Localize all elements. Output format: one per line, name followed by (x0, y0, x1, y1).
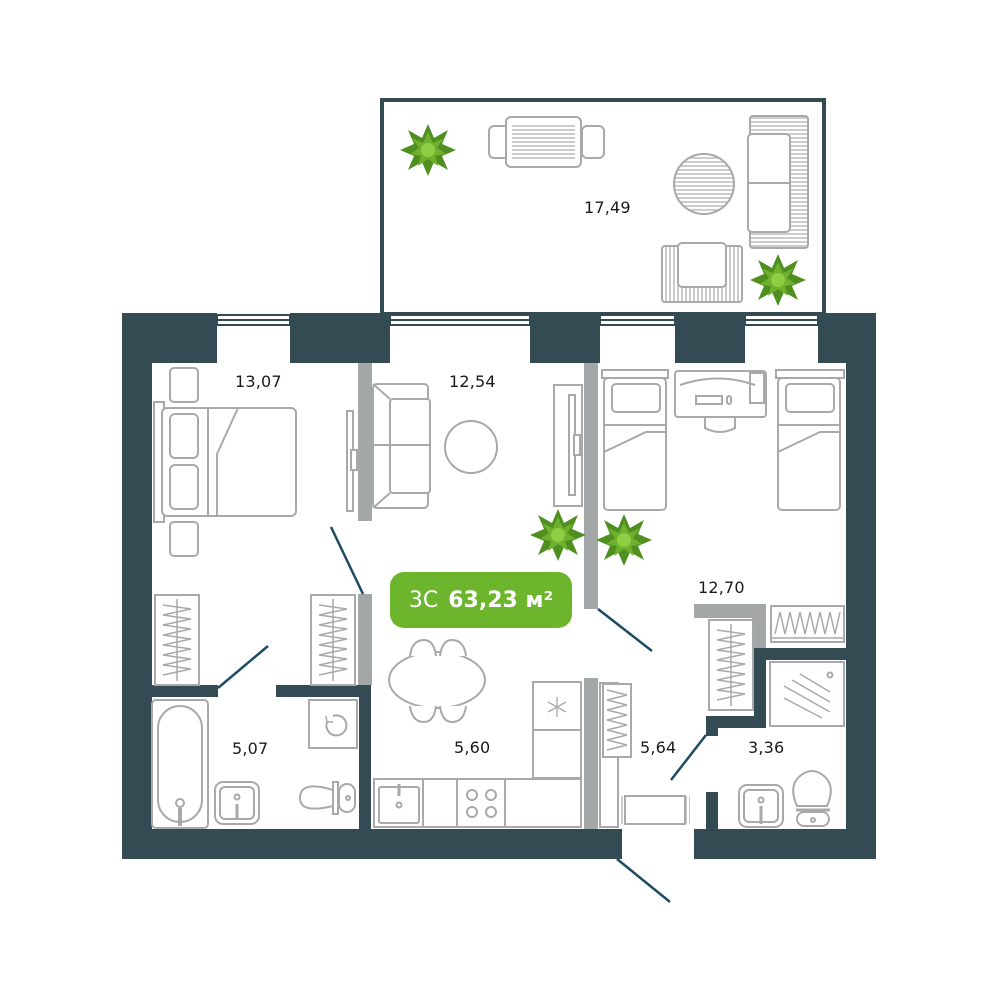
wardrobe-icon (708, 619, 754, 711)
bedroom-1-furniture (153, 367, 358, 557)
apartment-total-area: 63,23 м² (448, 587, 554, 613)
partitions (358, 363, 766, 829)
plant-icon (596, 514, 652, 566)
area-label-hallway: 5,64 (640, 738, 677, 757)
kitchen-fixtures (373, 638, 582, 828)
wardrobe-icon (154, 594, 200, 686)
interior-walls (152, 648, 846, 832)
living-room-furniture (372, 383, 583, 509)
area-label-wc: 3,36 (748, 738, 785, 757)
plant-icon (530, 509, 586, 561)
exterior-walls (122, 313, 876, 859)
area-label-bedroom-1: 13,07 (235, 372, 282, 391)
snowflake-icon (547, 697, 567, 717)
hallway-fixtures (599, 682, 690, 828)
terrace-sofa-icon (747, 115, 809, 249)
wc-fixtures (738, 661, 845, 828)
apartment-type: 3С (408, 587, 439, 613)
apartment-badge: 3С 63,23 м² (390, 572, 572, 628)
area-label-bedroom-2: 12,70 (698, 578, 745, 597)
area-label-terrace: 17,49 (584, 198, 631, 217)
terrace-table-icon (488, 116, 605, 168)
wardrobe-icon (770, 605, 845, 643)
wardrobe-icon (310, 594, 356, 686)
area-label-kitchen: 5,60 (454, 738, 491, 757)
area-label-bathroom: 5,07 (232, 739, 269, 758)
terrace (380, 98, 826, 316)
round-table-icon (673, 153, 735, 215)
door-swings (217, 526, 707, 903)
windows (216, 314, 819, 326)
bedroom-2-furniture (601, 369, 845, 511)
area-label-living-room: 12,54 (449, 372, 496, 391)
terrace-armchair-icon (661, 242, 743, 303)
bathroom-fixtures (151, 699, 358, 829)
